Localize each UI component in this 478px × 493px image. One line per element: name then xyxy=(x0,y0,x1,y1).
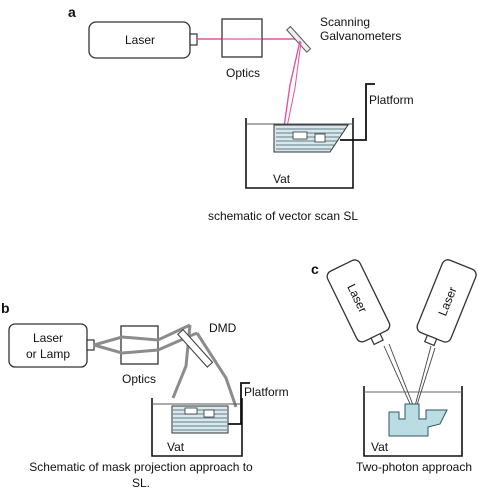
part-cavity xyxy=(292,131,308,140)
optics-label: Optics xyxy=(226,66,260,80)
optics-label: Optics xyxy=(122,372,156,386)
scanned-beam xyxy=(283,40,301,128)
galvanometer-label-line1: Scanning xyxy=(320,15,370,29)
projection-light-path xyxy=(93,323,238,408)
part-cavity xyxy=(203,409,215,418)
vat-outline xyxy=(245,118,354,189)
part-cavity xyxy=(314,133,326,143)
build-layers xyxy=(276,128,345,150)
scanned-beam xyxy=(286,41,302,128)
panel-a: a Laser Optics Scanning Galvanometers Va… xyxy=(68,4,414,223)
light-source-label-line1: Laser xyxy=(33,331,63,345)
build-layers xyxy=(173,409,227,431)
panel-c: c Laser Laser Vat Two-photon approach xyxy=(311,259,477,474)
platform-support xyxy=(226,382,250,425)
right-laser: Laser xyxy=(416,259,477,347)
panel-a-caption: schematic of vector scan SL xyxy=(208,209,358,223)
laser-label: Laser xyxy=(125,33,155,47)
right-laser-nozzle xyxy=(423,334,438,347)
vat-label: Vat xyxy=(167,440,185,454)
vat-outline xyxy=(363,386,463,457)
galvanometer-mirror xyxy=(286,25,312,53)
build-part xyxy=(171,405,229,434)
light-source-label-line2: or Lamp xyxy=(26,347,70,361)
panel-b: b Laser or Lamp Optics DMD Vat Platform xyxy=(1,300,289,490)
platform-label: Platform xyxy=(369,93,414,107)
vat-label: Vat xyxy=(371,440,389,454)
panel-c-letter: c xyxy=(311,261,319,277)
dmd-mirror xyxy=(177,328,214,368)
dmd-label: DMD xyxy=(209,321,237,335)
optics-box xyxy=(221,18,263,58)
galvanometer-label-line2: Galvanometers xyxy=(320,29,401,43)
left-laser: Laser xyxy=(326,259,391,346)
laser-nozzle xyxy=(189,33,198,46)
light-source-nozzle xyxy=(86,339,95,351)
part-cavity xyxy=(184,407,198,415)
platform-support xyxy=(340,83,375,141)
panel-b-caption-line1: Schematic of mask projection approach to xyxy=(29,460,253,474)
panel-c-caption: Two-photon approach xyxy=(356,460,472,474)
left-laser-nozzle xyxy=(370,332,384,346)
two-photon-part xyxy=(388,403,448,437)
vat-outline xyxy=(151,398,243,457)
panel-b-caption-line2: SL. xyxy=(132,476,150,490)
vat-label: Vat xyxy=(273,172,291,186)
panel-b-letter: b xyxy=(1,300,10,316)
two-photon-beams xyxy=(383,343,436,407)
panel-a-letter: a xyxy=(68,4,76,20)
platform-label: Platform xyxy=(244,385,289,399)
optics-box xyxy=(120,325,159,365)
